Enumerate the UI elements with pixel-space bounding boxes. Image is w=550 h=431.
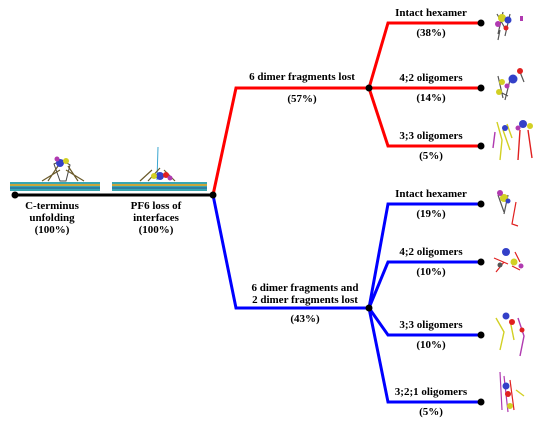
oligomer-3-3-structure-blue: [495, 312, 525, 357]
lower-branch-label-line1: 6 dimer fragments and: [251, 282, 358, 294]
outcome-label: 3;2;1 oligomers: [395, 386, 468, 398]
outcome-endpoints: [477, 19, 485, 406]
outcome-label: 4;2 oligomers: [399, 246, 463, 258]
lower-branch-label-line2: 2 dimer fragments lost: [252, 294, 358, 306]
upper-branch-label: 6 dimer fragments lost: [249, 71, 355, 83]
pf6-percent: (100%): [139, 224, 174, 236]
intact-hexamer-structure-blue: [497, 190, 519, 227]
c-terminus-percent: (100%): [35, 224, 70, 236]
lower-branch: [211, 194, 481, 404]
outcome-percent: (14%): [416, 92, 446, 104]
start-node: [11, 191, 19, 199]
outcome-label: Intact hexamer: [395, 7, 467, 19]
outcome-percent: (5%): [419, 150, 443, 162]
upper-branch-percent: (57%): [287, 93, 317, 105]
outcome-label: 4;2 oligomers: [399, 72, 463, 84]
c-terminus-label-line1: C-terminus: [25, 200, 79, 212]
oligomer-4-2-structure-red: [496, 68, 525, 101]
pf6-label-line1: PF6 loss of: [131, 200, 182, 212]
lower-junction-node: [365, 304, 373, 312]
intact-hexamer-structure-red: [495, 11, 523, 41]
oligomer-3-2-1-structure-blue: [499, 371, 525, 413]
protofilament-loss-image: [112, 146, 207, 191]
outcome-percent: (5%): [419, 406, 443, 418]
protofilament-bundle-image: [10, 156, 100, 191]
outcome-label: Intact hexamer: [395, 188, 467, 200]
upper-junction-node: [365, 84, 373, 92]
upper-branch: [211, 21, 481, 196]
c-terminus-label-line2: unfolding: [29, 212, 75, 224]
outcome-percent: (10%): [416, 266, 446, 278]
junction-node: [209, 191, 217, 199]
outcome-label: 3;3 oligomers: [399, 319, 463, 331]
oligomer-4-2-structure-blue: [493, 248, 524, 273]
pf6-label-line2: interfaces: [133, 212, 180, 224]
outcome-percent: (10%): [416, 339, 446, 351]
oligomer-3-3-structure-red: [492, 120, 533, 161]
lower-branch-percent: (43%): [290, 313, 320, 325]
outcome-percent: (19%): [416, 208, 446, 220]
outcome-percent: (38%): [416, 27, 446, 39]
outcome-label: 3;3 oligomers: [399, 130, 463, 142]
